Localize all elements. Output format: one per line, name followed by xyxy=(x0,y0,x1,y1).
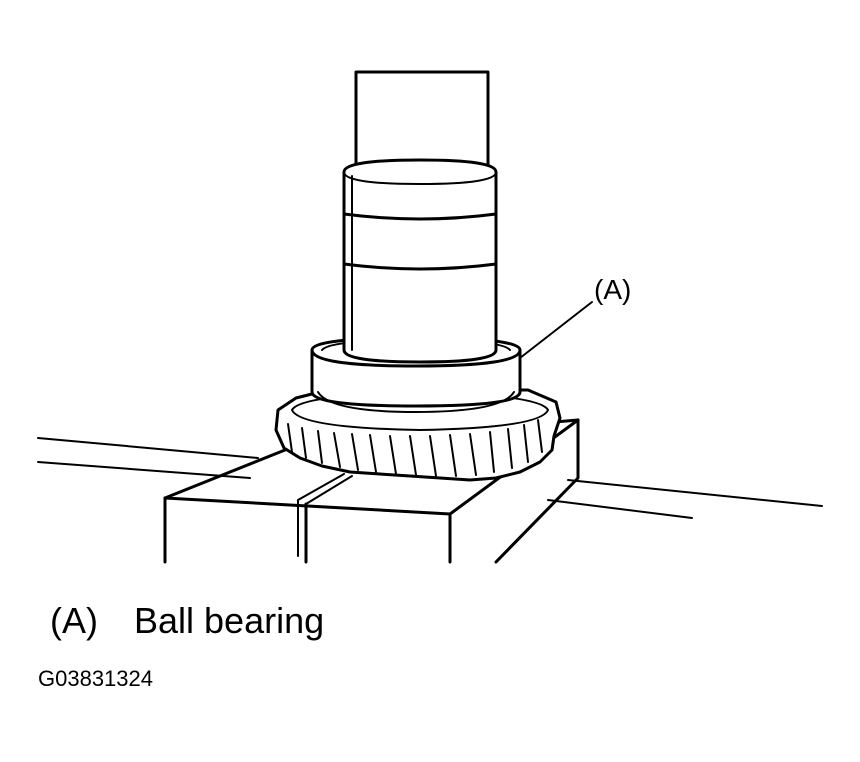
legend-key: (A) xyxy=(50,600,98,641)
table-rails xyxy=(37,437,823,519)
support-block xyxy=(163,418,580,564)
figure-id: G03831324 xyxy=(38,666,153,691)
ball-bearing-press-diagram xyxy=(37,70,823,564)
legend: (A) Ball bearing xyxy=(50,600,324,642)
callout-label-a: (A) xyxy=(594,274,632,305)
press-shaft xyxy=(342,70,498,364)
legend-text: Ball bearing xyxy=(134,600,325,641)
callout-leader-line xyxy=(519,301,593,359)
